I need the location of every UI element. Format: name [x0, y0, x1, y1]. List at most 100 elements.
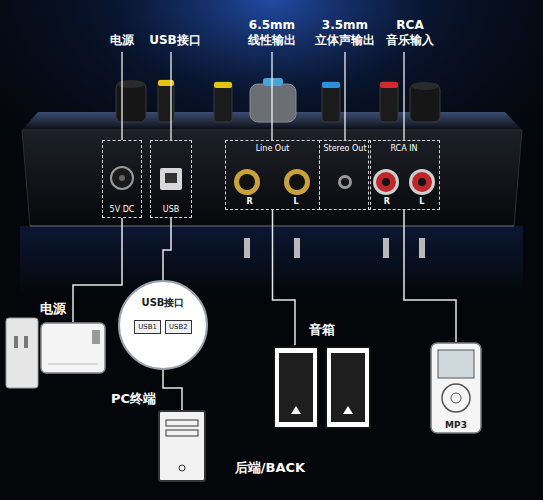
pc-icon — [158, 410, 206, 482]
spk-icon — [272, 345, 372, 430]
speaker-front — [331, 353, 365, 422]
power-adapter: 电源 — [40, 322, 106, 374]
usb-b-slot — [165, 173, 177, 183]
adapter-icon — [40, 322, 106, 374]
callout-label: 电源 — [100, 33, 144, 48]
cable — [273, 210, 296, 345]
adapter-switch — [92, 330, 100, 344]
speaker-logo — [291, 406, 301, 414]
jack-hole — [289, 174, 305, 190]
knob-cap — [263, 78, 283, 86]
knob-cap — [322, 82, 340, 88]
node-title: Stereo Out — [323, 144, 366, 153]
speaker-box — [274, 347, 318, 428]
rca-jack — [409, 169, 435, 195]
callout-label: RCA 音乐输入 — [381, 18, 439, 48]
blue-glow — [0, 0, 543, 320]
mp3-body — [431, 343, 481, 433]
jack-plug — [244, 238, 250, 258]
click-wheel — [442, 384, 470, 412]
usb-b-port — [160, 168, 182, 190]
text-row: RL — [369, 197, 439, 206]
node-title: PC终端 — [111, 390, 156, 408]
callout-label: USB接口 — [144, 33, 206, 48]
knob-top — [117, 80, 145, 88]
node-title: 5V DC — [110, 205, 135, 214]
port-letter: R — [384, 197, 390, 206]
rca-ring — [376, 172, 396, 192]
jack-hole — [239, 174, 255, 190]
node-title: MP3 — [445, 420, 467, 430]
knob — [380, 82, 398, 122]
node-title: USB — [163, 205, 179, 214]
power-button — [179, 465, 185, 471]
jack-3-5mm — [338, 175, 352, 189]
callout-label: 3.5mm 立体声输出 — [309, 18, 381, 48]
big-knob — [250, 84, 296, 122]
knob-top — [411, 82, 439, 90]
text-row: RL — [226, 197, 319, 206]
rca-ring — [412, 172, 432, 192]
rca-hole — [418, 178, 426, 186]
port-letter: R — [246, 197, 252, 206]
rca-hole — [382, 178, 390, 186]
port-letter: L — [419, 197, 424, 206]
knob-cap — [158, 80, 174, 86]
port-letter: USB2 — [165, 320, 192, 334]
node-title: 音箱 — [309, 321, 335, 339]
speaker-front — [279, 353, 313, 422]
dc-pin — [119, 175, 125, 181]
node-title: RCA IN — [390, 144, 417, 153]
speaker-box — [326, 347, 370, 428]
pc-case — [159, 411, 205, 481]
port-letter: USB1 — [134, 320, 161, 334]
node-title: USB接口 — [142, 296, 185, 310]
jack-plug — [294, 238, 300, 258]
cable — [163, 370, 182, 410]
rca-plug — [419, 238, 425, 258]
callout-label: 6.5mm 线性输出 — [240, 18, 304, 48]
wall-socket — [6, 318, 38, 388]
port-box: USB — [150, 140, 192, 218]
mp3-player: MP3 — [430, 342, 482, 434]
mp3-screen — [438, 350, 474, 378]
usb-port-callout: USB接口 USB1 USB2 — [118, 280, 208, 370]
dc-jack — [111, 167, 133, 189]
cable — [73, 218, 122, 322]
port-box: Line OutRL — [225, 140, 320, 210]
adapter-body — [41, 323, 105, 373]
drive-bay — [166, 420, 198, 426]
node-title: 电源 — [40, 300, 66, 318]
rca-jack — [373, 169, 399, 195]
socket-hole — [14, 336, 18, 348]
leader-line — [403, 52, 404, 140]
knob-cap — [380, 82, 398, 88]
adapter-seam — [48, 364, 98, 365]
leader-line — [170, 52, 171, 140]
knob — [322, 82, 340, 122]
leader-line — [121, 52, 122, 140]
speaker-logo — [343, 406, 353, 414]
view-caption: 后端/BACK — [220, 460, 320, 475]
jack-6-5mm — [234, 169, 260, 195]
cable — [404, 210, 456, 342]
knob — [214, 82, 232, 122]
rca-plug — [383, 238, 389, 258]
port-letter: L — [293, 197, 298, 206]
jack-6-5mm — [284, 169, 310, 195]
node-title: Line Out — [256, 144, 290, 153]
drive-bay — [166, 430, 198, 436]
jack-hole — [341, 178, 349, 186]
port-box: Stereo Out — [319, 140, 370, 210]
knob-cap — [214, 82, 232, 88]
speaker-pair: 音箱 — [272, 345, 372, 430]
cable — [163, 218, 171, 280]
leader-line — [344, 52, 345, 140]
knob — [158, 80, 174, 122]
port-box: 5V DC — [102, 140, 142, 218]
text-row: USB1 USB2 — [120, 320, 206, 334]
